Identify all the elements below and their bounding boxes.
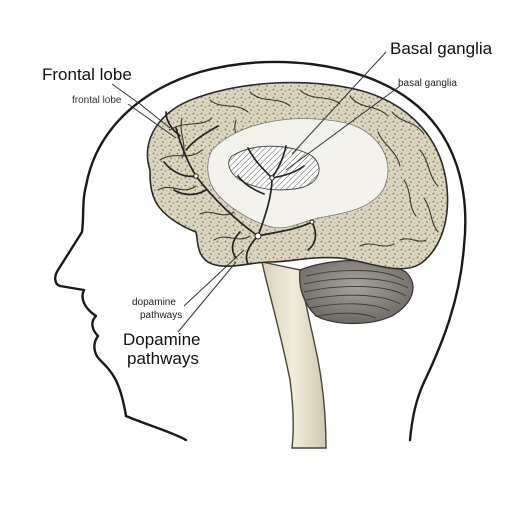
basal-ganglia-small-label: basal ganglia [398,79,457,90]
neck-back-line [126,416,186,440]
basal-ganglia-label: Basal ganglia [390,40,492,58]
frontal-lobe-label: Frontal lobe [42,66,132,84]
dopamine-label-line2: pathways [127,350,199,368]
dopamine-small-label-line1: dopamine [132,298,176,309]
dopamine-label-line1: Dopamine [123,331,201,349]
leader-dopamine-big [178,262,236,332]
frontal-lobe-small-label: frontal lobe [72,96,121,107]
dopamine-small-label-line2: pathways [140,311,182,322]
